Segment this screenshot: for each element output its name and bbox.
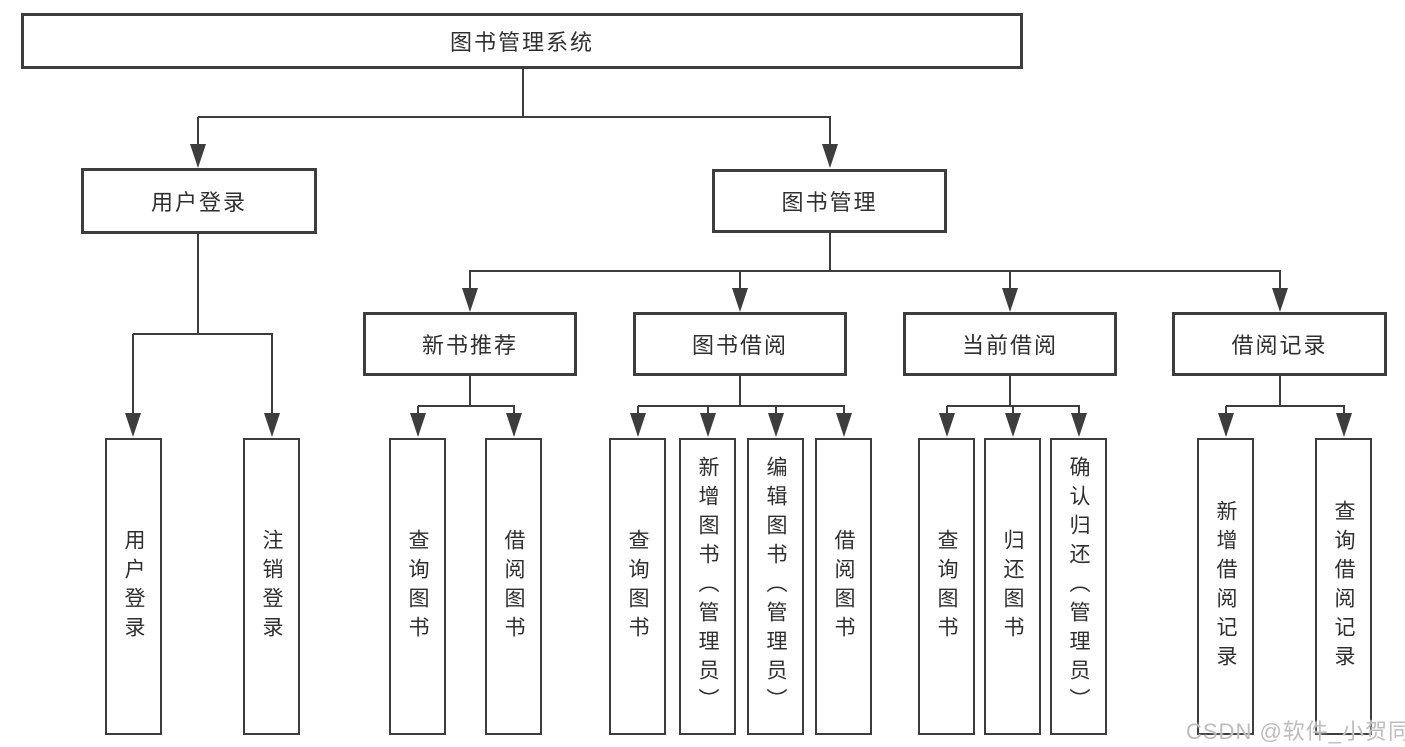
csdn-watermark: CSDN @软件_小贺同学 — [1186, 719, 1405, 744]
connector-line — [843, 406, 845, 415]
connector-line — [946, 406, 948, 415]
node-confirm-return-admin: 确认归还（管理员） — [1050, 438, 1107, 735]
connector-line — [739, 376, 741, 407]
arrow-down-icon — [939, 413, 955, 437]
connector-line — [197, 117, 199, 146]
node-query-books-current: 查询图书 — [918, 438, 975, 735]
node-query-books-recommend: 查询图书 — [389, 438, 446, 735]
arrow-down-icon — [1336, 413, 1352, 437]
arrow-down-icon — [1005, 413, 1021, 437]
node-logout: 注销登录 — [243, 438, 300, 735]
connector-line — [1279, 376, 1281, 407]
arrow-down-icon — [1218, 413, 1234, 437]
arrow-down-icon — [836, 413, 852, 437]
connector-line — [417, 406, 419, 415]
arrow-down-icon — [1071, 413, 1087, 437]
connector-line — [1012, 406, 1014, 415]
connector-line — [418, 405, 515, 407]
node-add-book-admin: 新增图书（管理员） — [679, 438, 736, 735]
connector-line — [1279, 271, 1281, 292]
connector-line — [197, 234, 199, 335]
connector-line — [469, 270, 1281, 272]
arrow-down-icon — [264, 413, 280, 437]
node-new-book-recommendation: 新书推荐 — [363, 312, 577, 376]
connector-line — [637, 406, 639, 415]
connector-line — [1226, 405, 1345, 407]
arrow-down-icon — [410, 413, 426, 437]
connector-line — [132, 334, 134, 415]
node-book-management: 图书管理 — [712, 169, 947, 233]
arrow-down-icon — [462, 288, 478, 312]
connector-line — [1225, 406, 1227, 415]
arrow-down-icon — [190, 144, 206, 168]
arrow-down-icon — [700, 413, 716, 437]
arrow-down-icon — [768, 413, 784, 437]
connector-line — [469, 271, 471, 292]
node-query-borrow-record: 查询借阅记录 — [1315, 438, 1372, 735]
connector-line — [469, 376, 471, 407]
arrow-down-icon — [822, 144, 838, 168]
node-current-borrowing: 当前借阅 — [903, 312, 1117, 376]
node-user-login: 用户登录 — [81, 168, 317, 234]
node-user-login-leaf: 用户登录 — [105, 438, 162, 735]
node-edit-book-admin: 编辑图书（管理员） — [747, 438, 804, 735]
node-return-books: 归还图书 — [984, 438, 1041, 735]
node-borrowing-records: 借阅记录 — [1172, 312, 1387, 376]
node-book-management-system: 图书管理系统 — [21, 13, 1023, 69]
connector-line — [1343, 406, 1345, 415]
connector-line — [522, 69, 524, 118]
connector-line — [947, 405, 1080, 407]
arrow-down-icon — [732, 288, 748, 312]
arrow-down-icon — [630, 413, 646, 437]
arrow-down-icon — [1272, 288, 1288, 312]
connector-line — [513, 406, 515, 415]
node-borrow-books-borrowing: 借阅图书 — [815, 438, 872, 735]
arrow-down-icon — [1002, 288, 1018, 312]
node-borrow-books-recommend: 借阅图书 — [485, 438, 542, 735]
node-book-borrowing: 图书借阅 — [633, 312, 847, 376]
connector-line — [739, 271, 741, 292]
node-add-borrow-record: 新增借阅记录 — [1197, 438, 1254, 735]
connector-line — [198, 116, 831, 118]
connector-line — [1009, 376, 1011, 407]
connector-line — [1078, 406, 1080, 415]
connector-line — [271, 334, 273, 415]
connector-line — [829, 117, 831, 146]
arrow-down-icon — [125, 413, 141, 437]
connector-line — [829, 233, 831, 272]
arrow-down-icon — [506, 413, 522, 437]
node-query-books-borrowing: 查询图书 — [609, 438, 666, 735]
connector-line — [707, 406, 709, 415]
connector-line — [1009, 271, 1011, 292]
connector-line — [638, 405, 845, 407]
connector-line — [775, 406, 777, 415]
connector-line — [133, 333, 273, 335]
